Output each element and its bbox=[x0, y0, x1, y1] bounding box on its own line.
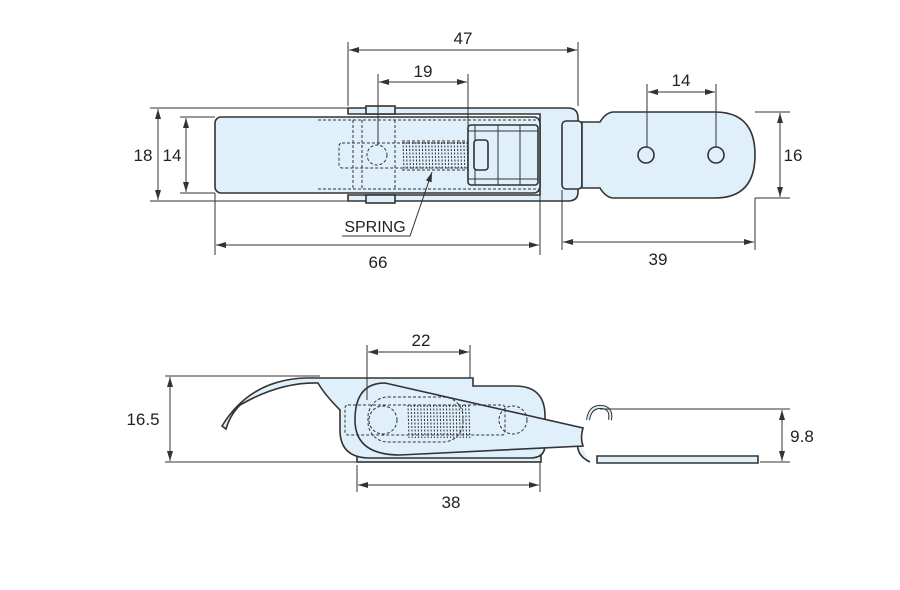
dim-16-5: 16.5 bbox=[126, 410, 159, 429]
spring-label: SPRING bbox=[344, 219, 405, 236]
rivet-tab-bottom bbox=[365, 194, 396, 204]
spring-coil bbox=[463, 141, 466, 170]
spring-coil bbox=[431, 141, 434, 170]
spring-coil bbox=[447, 141, 450, 170]
top-view: 47 19 14 18 14 16 66 39 SPRING bbox=[134, 29, 803, 272]
spring-coil bbox=[421, 141, 424, 170]
dim-39: 39 bbox=[649, 250, 668, 269]
spring-coil bbox=[418, 141, 421, 170]
spring-coil bbox=[456, 141, 459, 170]
spring-coil bbox=[424, 141, 427, 170]
rivet-tab-top bbox=[365, 105, 396, 115]
spring-coil bbox=[450, 141, 453, 170]
dim-22: 22 bbox=[412, 331, 431, 350]
side-view: 22 16.5 9.8 38 bbox=[126, 331, 813, 512]
hinge bbox=[561, 120, 583, 190]
dim-9-8: 9.8 bbox=[790, 427, 814, 446]
dim-14-inner: 14 bbox=[163, 146, 182, 165]
dim-38: 38 bbox=[442, 493, 461, 512]
dim-18: 18 bbox=[134, 146, 153, 165]
dim-16: 16 bbox=[784, 146, 803, 165]
plate-hole-1 bbox=[637, 146, 655, 164]
dim-66: 66 bbox=[369, 253, 388, 272]
spring-coil bbox=[412, 141, 415, 170]
plate-hole-2 bbox=[707, 146, 725, 164]
spring-coil bbox=[453, 141, 456, 170]
spring-coil bbox=[415, 141, 418, 170]
spring-coil bbox=[402, 141, 405, 170]
spring-coil bbox=[437, 141, 440, 170]
spring-coil bbox=[428, 141, 431, 170]
spring-coil bbox=[434, 141, 437, 170]
spring-coil bbox=[444, 141, 447, 170]
spring-coil bbox=[460, 141, 463, 170]
dim-19: 19 bbox=[414, 62, 433, 81]
spring-coil bbox=[440, 141, 443, 170]
striker-plate bbox=[581, 111, 756, 199]
spring-coil bbox=[405, 141, 408, 170]
dim-47: 47 bbox=[454, 29, 473, 48]
dim-14-holes: 14 bbox=[672, 71, 691, 90]
spring-coil bbox=[408, 141, 411, 170]
frame bbox=[347, 107, 579, 202]
side-striker-plate bbox=[596, 455, 759, 464]
